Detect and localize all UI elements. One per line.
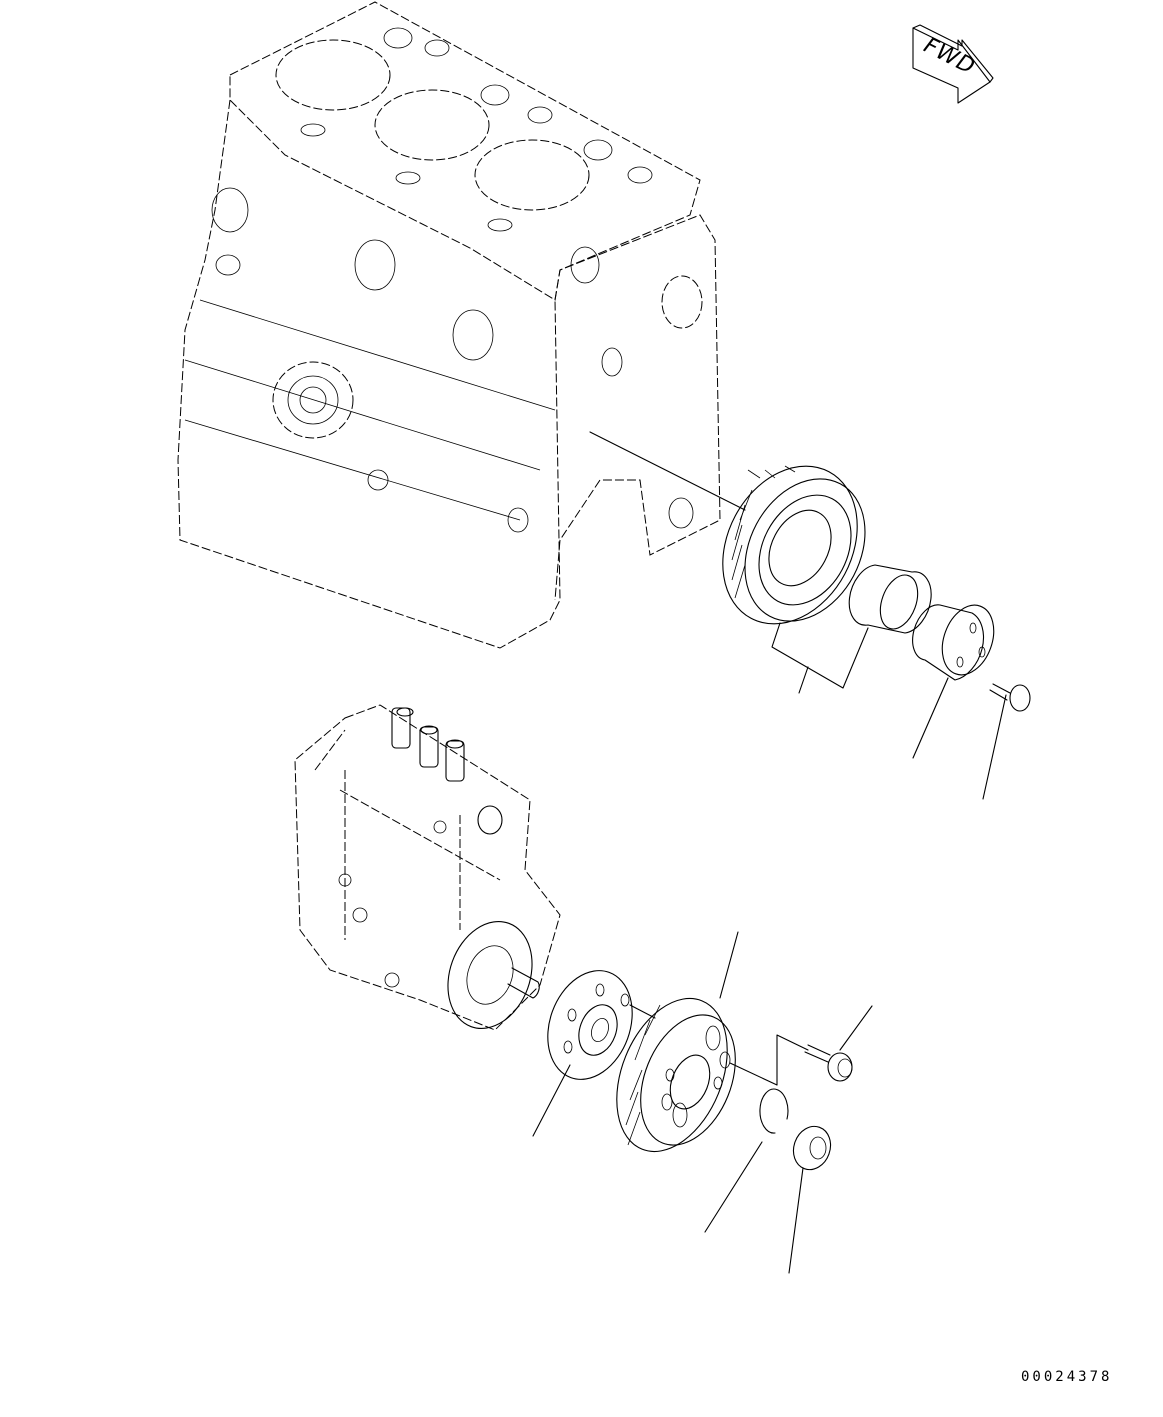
drawing-number: 00024378 <box>1021 1369 1113 1385</box>
